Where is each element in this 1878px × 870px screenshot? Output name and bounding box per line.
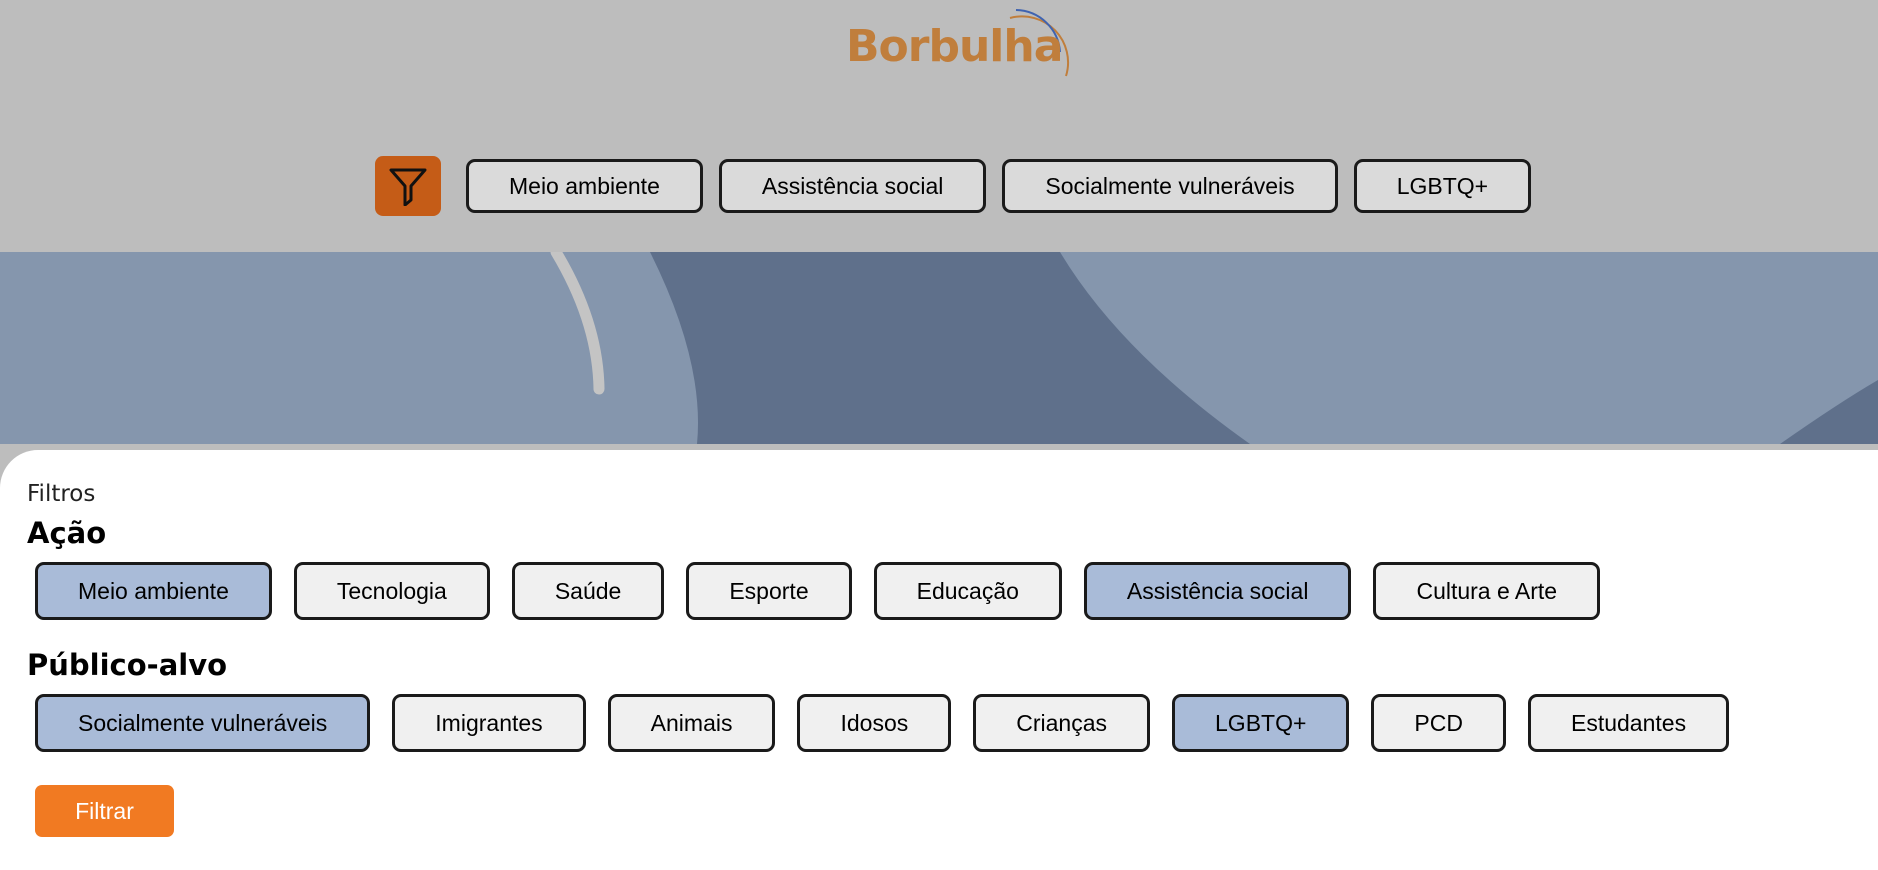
publico-alvo-chip[interactable]: Imigrantes	[392, 694, 586, 752]
quick-filter-chip[interactable]: Socialmente vulneráveis	[1002, 159, 1338, 213]
acao-chip[interactable]: Assistência social	[1083, 562, 1352, 620]
acao-chip[interactable]: Meio ambiente	[35, 562, 272, 620]
filter-funnel-icon	[389, 168, 427, 206]
acao-chip[interactable]: Tecnologia	[293, 562, 490, 620]
logo: Borbulha	[840, 0, 1080, 90]
filter-toggle-button[interactable]	[375, 156, 441, 216]
filtrar-button[interactable]: Filtrar	[35, 785, 174, 837]
quick-filter-chip[interactable]: Assistência social	[718, 159, 987, 213]
acao-chip-row: Meio ambiente Tecnologia Saúde Esporte E…	[35, 562, 1601, 620]
acao-chip[interactable]: Cultura e Arte	[1373, 562, 1601, 620]
publico-alvo-chip[interactable]: Socialmente vulneráveis	[35, 694, 371, 752]
acao-heading: Ação	[27, 516, 107, 550]
banner-decoration	[0, 252, 1878, 444]
quick-filter-chip[interactable]: LGBTQ+	[1353, 159, 1532, 213]
quick-filter-bar: Meio ambiente Assistência social Socialm…	[375, 156, 1532, 216]
publico-alvo-chip[interactable]: Idosos	[797, 694, 952, 752]
acao-chip[interactable]: Educação	[873, 562, 1062, 620]
logo-arc-icon	[1009, 9, 1069, 77]
publico-alvo-chip[interactable]: PCD	[1371, 694, 1506, 752]
publico-alvo-chip[interactable]: Crianças	[973, 694, 1151, 752]
filters-title: Filtros	[27, 481, 96, 507]
filters-panel	[0, 450, 1878, 870]
publico-alvo-chip-row: Socialmente vulneráveis Imigrantes Anima…	[35, 694, 1730, 752]
publico-alvo-chip[interactable]: Estudantes	[1527, 694, 1730, 752]
logo-text: Borbulha	[846, 21, 1063, 72]
publico-alvo-chip[interactable]: Animais	[607, 694, 776, 752]
acao-chip[interactable]: Saúde	[511, 562, 665, 620]
acao-chip[interactable]: Esporte	[686, 562, 852, 620]
quick-filter-chip[interactable]: Meio ambiente	[466, 159, 703, 213]
banner-image	[0, 252, 1878, 444]
publico-alvo-chip[interactable]: LGBTQ+	[1172, 694, 1350, 752]
publico-alvo-heading: Público-alvo	[27, 648, 228, 682]
